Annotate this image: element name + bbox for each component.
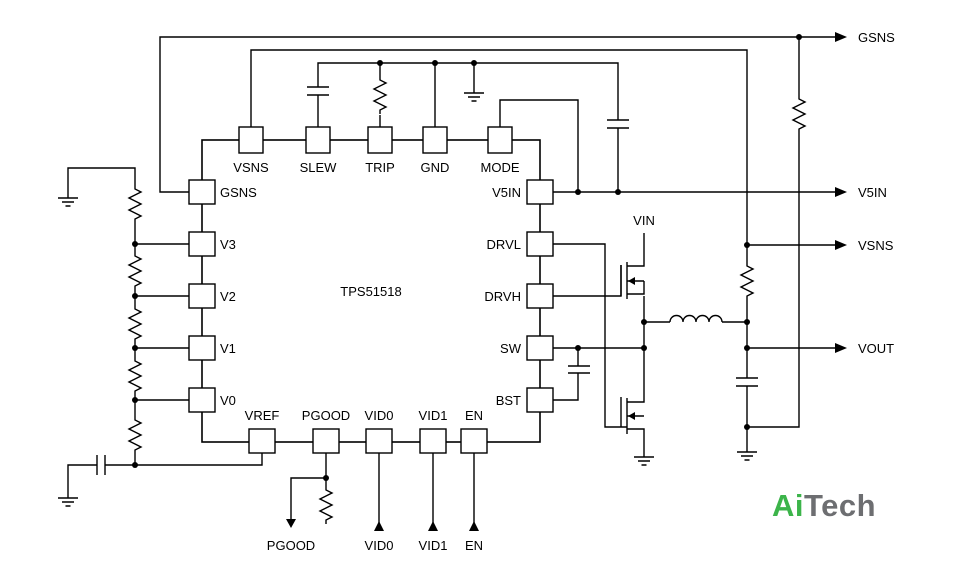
label-vid0-pin: VID0 xyxy=(365,408,394,423)
top-wiring xyxy=(159,36,835,428)
pin-sw xyxy=(526,335,554,361)
pin-gnd xyxy=(422,126,448,154)
label-trip: TRIP xyxy=(365,160,395,175)
label-vsns: VSNS xyxy=(233,160,269,175)
output-v5in: V5IN xyxy=(858,185,887,200)
label-drvl: DRVL xyxy=(487,237,521,252)
input-pgood: PGOOD xyxy=(267,538,315,553)
label-v2: V2 xyxy=(220,289,236,304)
chip-name: TPS51518 xyxy=(340,284,401,299)
aitech-logo: AiTech xyxy=(772,488,876,524)
pin-trip xyxy=(367,126,393,154)
arrow-gsns xyxy=(835,32,847,42)
pin-v5in xyxy=(526,179,554,205)
input-en: EN xyxy=(465,538,483,553)
pin-slew xyxy=(305,126,331,154)
arrow-v5in xyxy=(835,187,847,197)
label-drvh: DRVH xyxy=(484,289,521,304)
junction-dots xyxy=(132,34,802,481)
label-v3: V3 xyxy=(220,237,236,252)
input-vid0: VID0 xyxy=(365,538,394,553)
pin-v2 xyxy=(188,283,216,309)
label-vref: VREF xyxy=(245,408,280,423)
pin-pgood xyxy=(312,428,340,454)
label-v5in: V5IN xyxy=(492,185,521,200)
pin-v0 xyxy=(188,387,216,413)
pin-drvh xyxy=(526,283,554,309)
label-gsns: GSNS xyxy=(220,185,257,200)
label-v0: V0 xyxy=(220,393,236,408)
pin-v3 xyxy=(188,231,216,257)
bottom-wiring xyxy=(286,453,479,531)
output-vout: VOUT xyxy=(858,341,894,356)
pin-mode xyxy=(487,126,513,154)
pin-vid1 xyxy=(419,428,447,454)
input-vid1: VID1 xyxy=(419,538,448,553)
label-gnd: GND xyxy=(421,160,450,175)
pin-en xyxy=(460,428,488,454)
arrow-vsns xyxy=(835,240,847,250)
label-pgood-pin: PGOOD xyxy=(302,408,350,423)
power-stage xyxy=(553,233,835,466)
pin-drvl xyxy=(526,231,554,257)
label-v1: V1 xyxy=(220,341,236,356)
arrow-vout xyxy=(835,343,847,353)
output-gsns: GSNS xyxy=(858,30,895,45)
label-slew: SLEW xyxy=(300,160,338,175)
pin-vref xyxy=(248,428,276,454)
output-vsns: VSNS xyxy=(858,238,894,253)
pin-vid0 xyxy=(365,428,393,454)
ic-body xyxy=(201,139,541,443)
label-vid1-pin: VID1 xyxy=(419,408,448,423)
pin-bst xyxy=(526,387,554,413)
label-mode: MODE xyxy=(481,160,520,175)
pin-gsns xyxy=(188,179,216,205)
pin-v1 xyxy=(188,335,216,361)
label-en-pin: EN xyxy=(465,408,483,423)
pin-vsns xyxy=(238,126,264,154)
logo-part-tech: Tech xyxy=(804,488,877,523)
label-sw: SW xyxy=(500,341,522,356)
label-bst: BST xyxy=(496,393,521,408)
vin-label: VIN xyxy=(633,213,655,228)
logo-part-ai: Ai xyxy=(772,488,804,523)
